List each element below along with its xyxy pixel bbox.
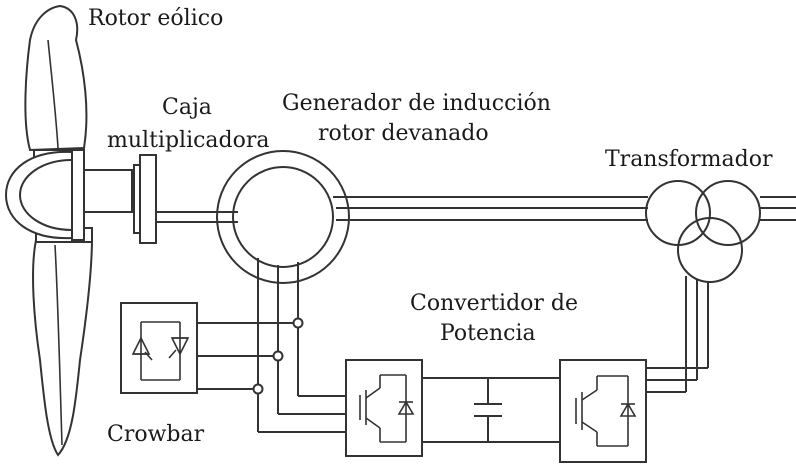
- converter-transformer-lines: [646, 276, 709, 393]
- transformer: [645, 180, 761, 283]
- rotor-lines: [257, 258, 346, 433]
- induction-generator: [216, 150, 350, 284]
- rotor-hub: [4, 150, 73, 240]
- crowbar: [120, 302, 304, 395]
- stator-lines: [333, 196, 648, 221]
- grid-lines: [760, 196, 796, 221]
- generator-label-line2: rotor devanado: [318, 121, 489, 146]
- lower-blade: [32, 236, 94, 457]
- main-shaft: [83, 169, 133, 213]
- gearbox-label-line1: Caja: [162, 95, 212, 120]
- converter-label-line2: Potencia: [440, 321, 536, 346]
- gearbox: [133, 154, 238, 244]
- upper-blade: [24, 4, 88, 152]
- gearbox-label-line2: multiplicadora: [107, 128, 270, 153]
- rotor-side-converter: [345, 359, 423, 457]
- rotor-label: Rotor eólico: [88, 6, 223, 31]
- grid-side-converter: [559, 359, 647, 463]
- generator-label-line1: Generador de inducción: [282, 91, 551, 116]
- crowbar-label: Crowbar: [107, 422, 205, 447]
- wind-rotor: [4, 4, 133, 457]
- converter-label-line1: Convertidor de: [410, 291, 578, 316]
- transformer-label: Transformador: [605, 147, 773, 172]
- dc-link: [422, 377, 560, 443]
